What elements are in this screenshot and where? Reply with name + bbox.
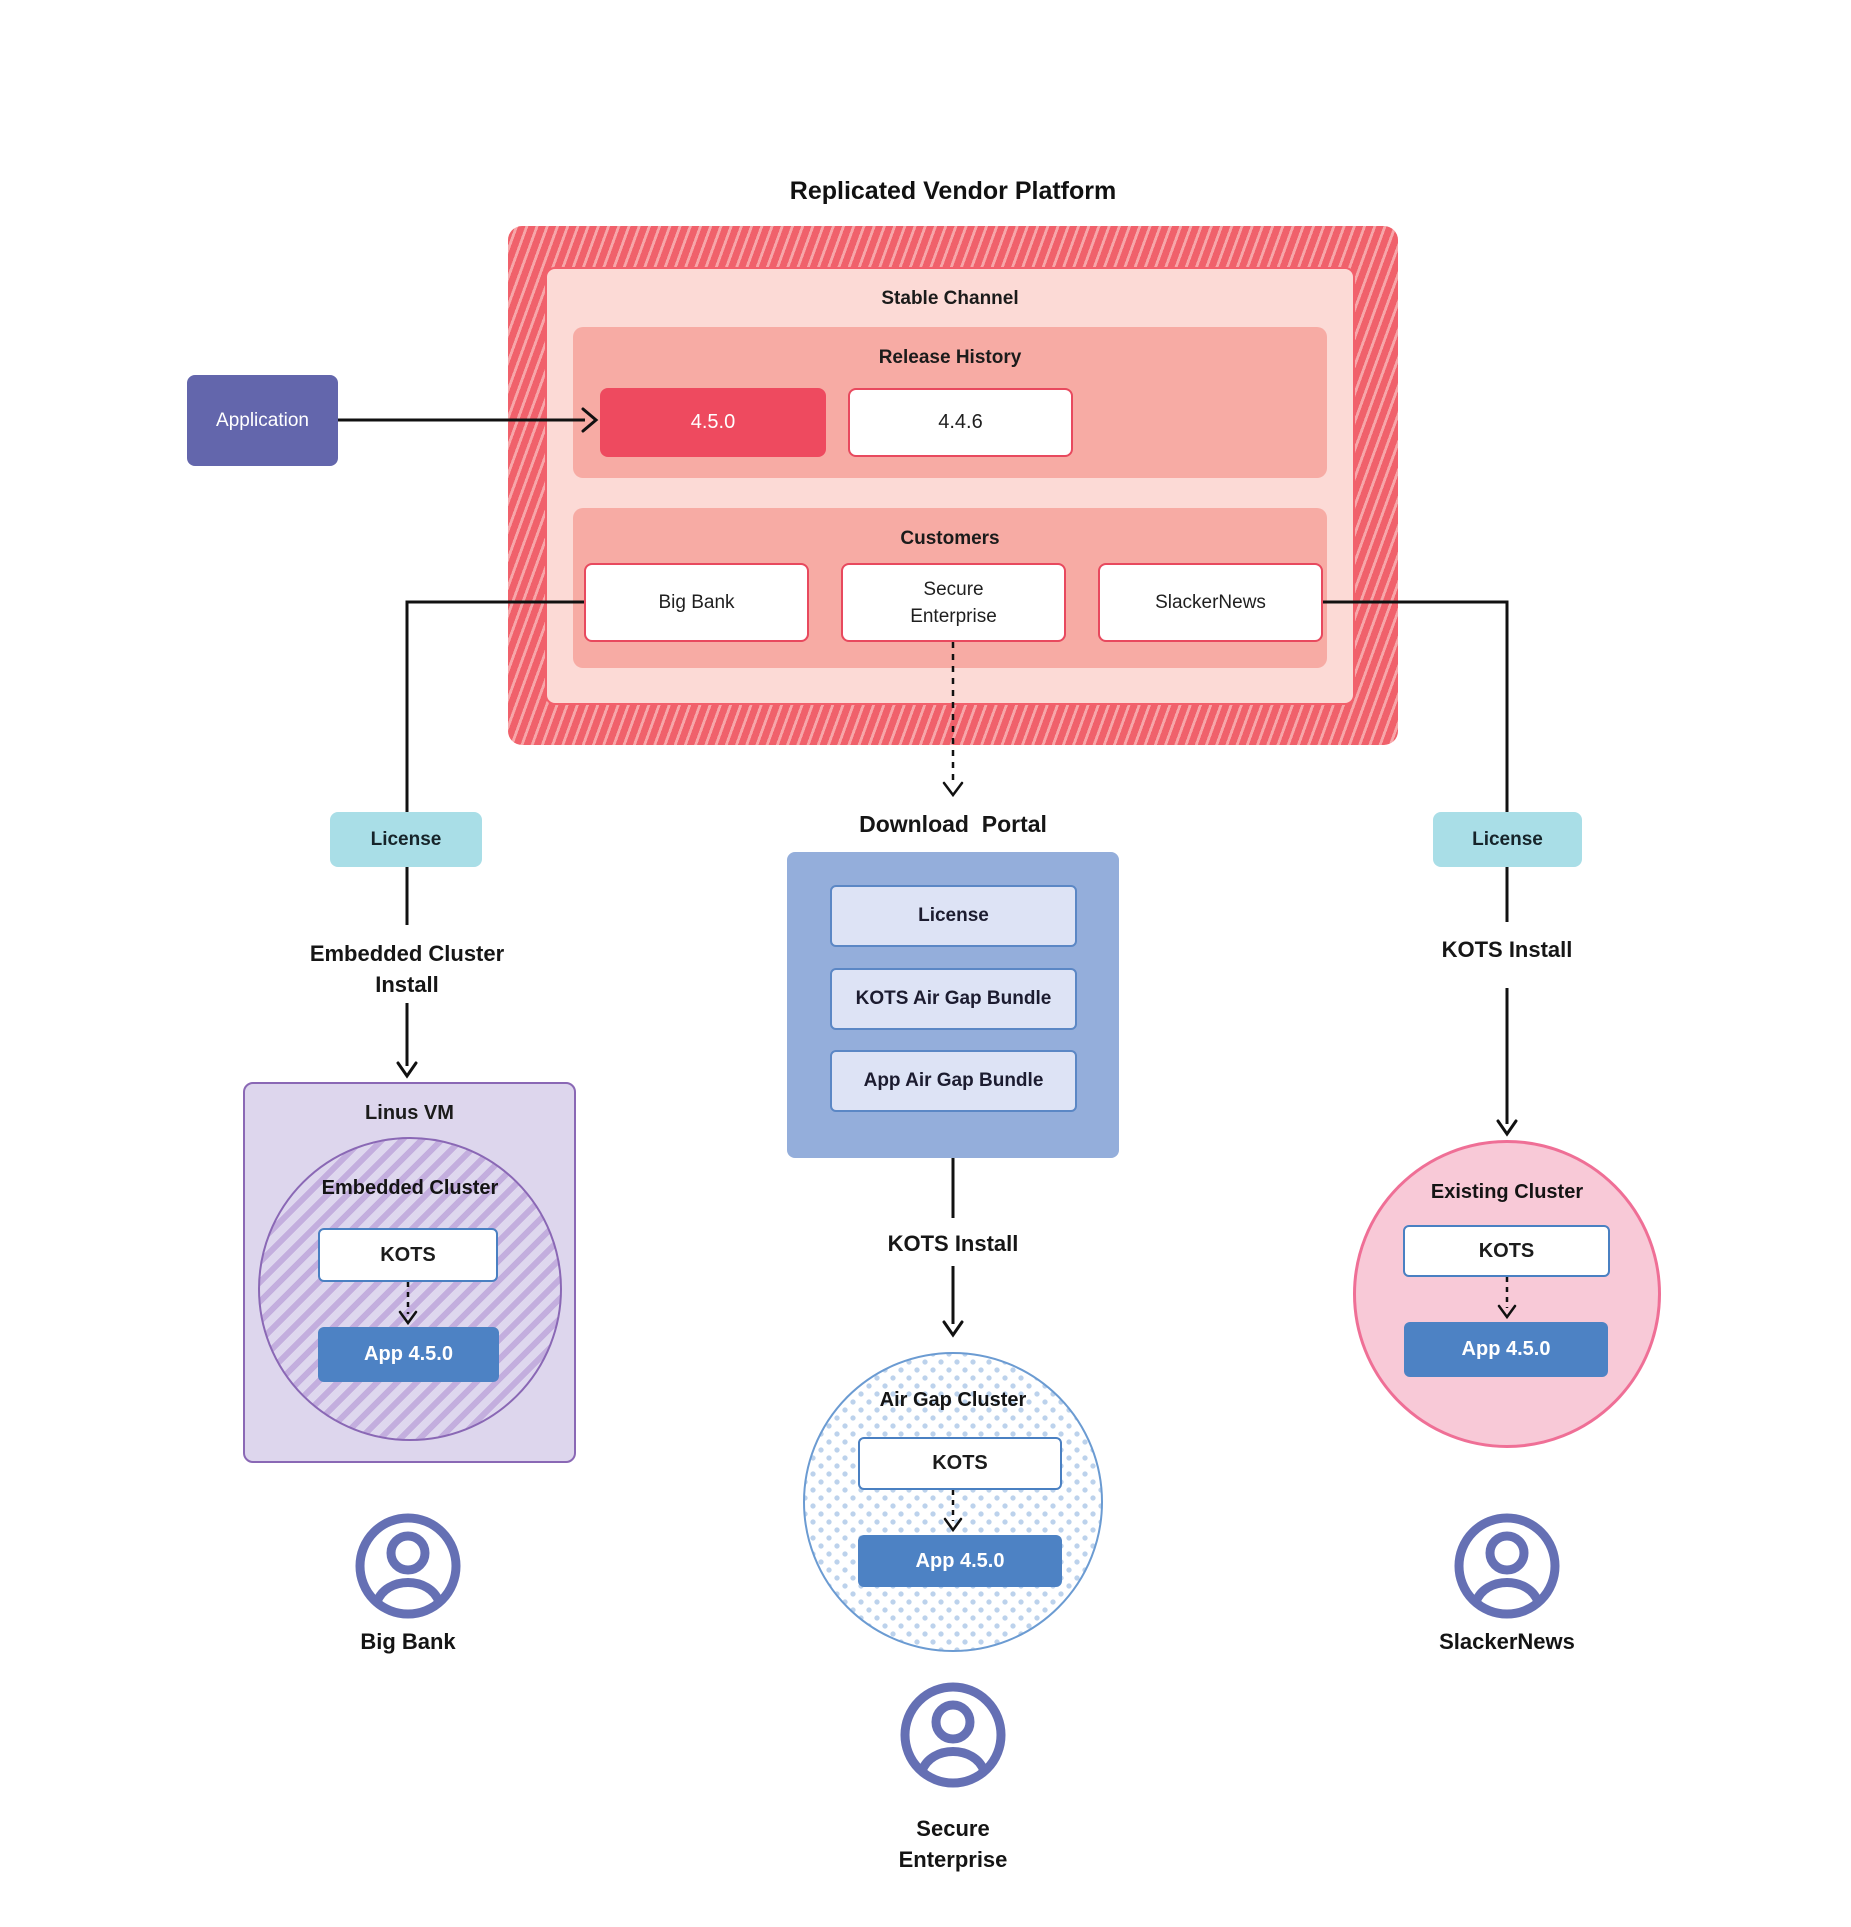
left-license-box: License: [330, 812, 482, 867]
download-portal-label: Download Portal: [859, 810, 1047, 837]
arrowhead-install-airgap: [942, 1320, 964, 1338]
embedded-cluster-install-label: Embedded Cluster Install: [309, 941, 505, 997]
arrowhead-secure-portal: [942, 781, 964, 798]
user-icon: [900, 1682, 1006, 1788]
right-license-box: License: [1433, 812, 1582, 867]
left-kots-box: KOTS: [318, 1228, 498, 1282]
big-bank-persona-label: Big Bank: [360, 1628, 456, 1654]
existing-cluster-label: Existing Cluster: [1430, 1180, 1584, 1203]
application-box: Application: [187, 375, 338, 466]
right-app-box: App 4.5.0: [1404, 1322, 1608, 1377]
stable-channel-label: Stable Channel: [881, 288, 1019, 309]
customer-secure-enterprise-label: Secure Enterprise: [910, 578, 997, 627]
portal-app-bundle-box: App Air Gap Bundle: [830, 1050, 1077, 1112]
release-version-446: 4.4.6: [848, 388, 1073, 457]
middle-app-box: App 4.5.0: [858, 1535, 1062, 1587]
portal-kots-bundle-box: KOTS Air Gap Bundle: [830, 968, 1077, 1030]
user-icon: [355, 1513, 461, 1619]
right-kots-install-label: KOTS Install: [1441, 937, 1573, 962]
left-app-box: App 4.5.0: [318, 1327, 499, 1382]
portal-license-box: License: [830, 885, 1077, 947]
middle-kots-box: KOTS: [858, 1437, 1062, 1490]
customer-big-bank: Big Bank: [584, 563, 809, 642]
release-version-450: 4.5.0: [600, 388, 826, 457]
diagram-title: Replicated Vendor Platform: [789, 176, 1117, 205]
customer-secure-enterprise: Secure Enterprise: [841, 563, 1066, 642]
arrowhead-install-vm: [396, 1061, 418, 1079]
embedded-cluster-circle: [258, 1137, 562, 1441]
right-kots-box: KOTS: [1403, 1225, 1610, 1277]
air-gap-cluster-label: Air Gap Cluster: [879, 1388, 1027, 1411]
middle-kots-install-label: KOTS Install: [887, 1231, 1019, 1256]
arrowhead-install-existing: [1496, 1119, 1518, 1137]
linus-vm-label: Linus VM: [365, 1101, 454, 1124]
secure-enterprise-persona-label: Secure Enterprise: [873, 1812, 1033, 1876]
secure-enterprise-persona-text: Secure Enterprise: [898, 1816, 1008, 1872]
user-icon: [1454, 1513, 1560, 1619]
release-history-label: Release History: [878, 347, 1022, 368]
embedded-cluster-label: Embedded Cluster: [321, 1176, 499, 1199]
customers-label: Customers: [900, 528, 1000, 549]
slackernews-persona-label: SlackerNews: [1439, 1628, 1575, 1654]
customer-slackernews: SlackerNews: [1098, 563, 1323, 642]
